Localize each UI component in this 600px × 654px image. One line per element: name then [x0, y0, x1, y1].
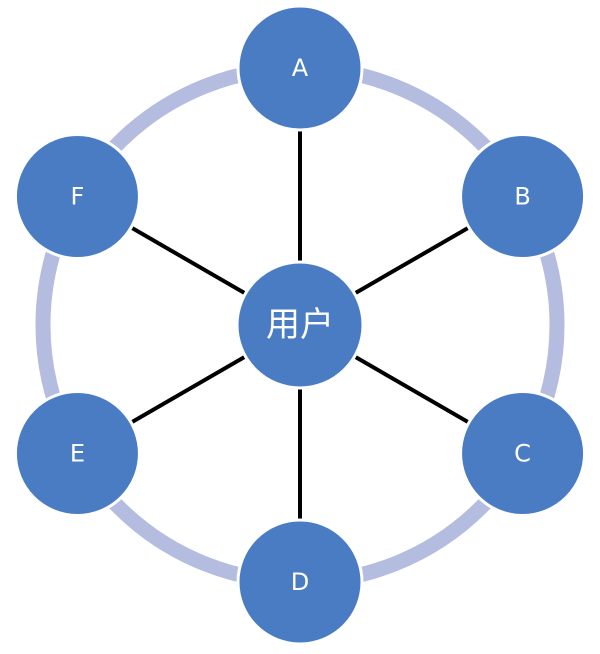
node-label: A	[292, 54, 309, 82]
node-label: B	[514, 183, 530, 211]
node-d: D	[236, 518, 364, 646]
node-circle	[459, 133, 587, 260]
center-node: 用户	[235, 260, 365, 390]
center-node-label: 用户	[266, 305, 334, 345]
node-label: C	[514, 440, 531, 468]
node-f: F	[13, 133, 141, 260]
node-label: F	[71, 183, 85, 211]
node-label: E	[70, 440, 85, 468]
node-circle	[459, 390, 587, 517]
node-circle	[236, 518, 364, 646]
node-circle	[13, 390, 141, 517]
node-a: A	[236, 4, 364, 132]
node-label: D	[291, 568, 309, 596]
node-c: C	[459, 390, 587, 517]
node-b: B	[459, 133, 587, 260]
node-e: E	[13, 390, 141, 517]
node-circle	[236, 4, 364, 132]
node-circle	[13, 133, 141, 260]
